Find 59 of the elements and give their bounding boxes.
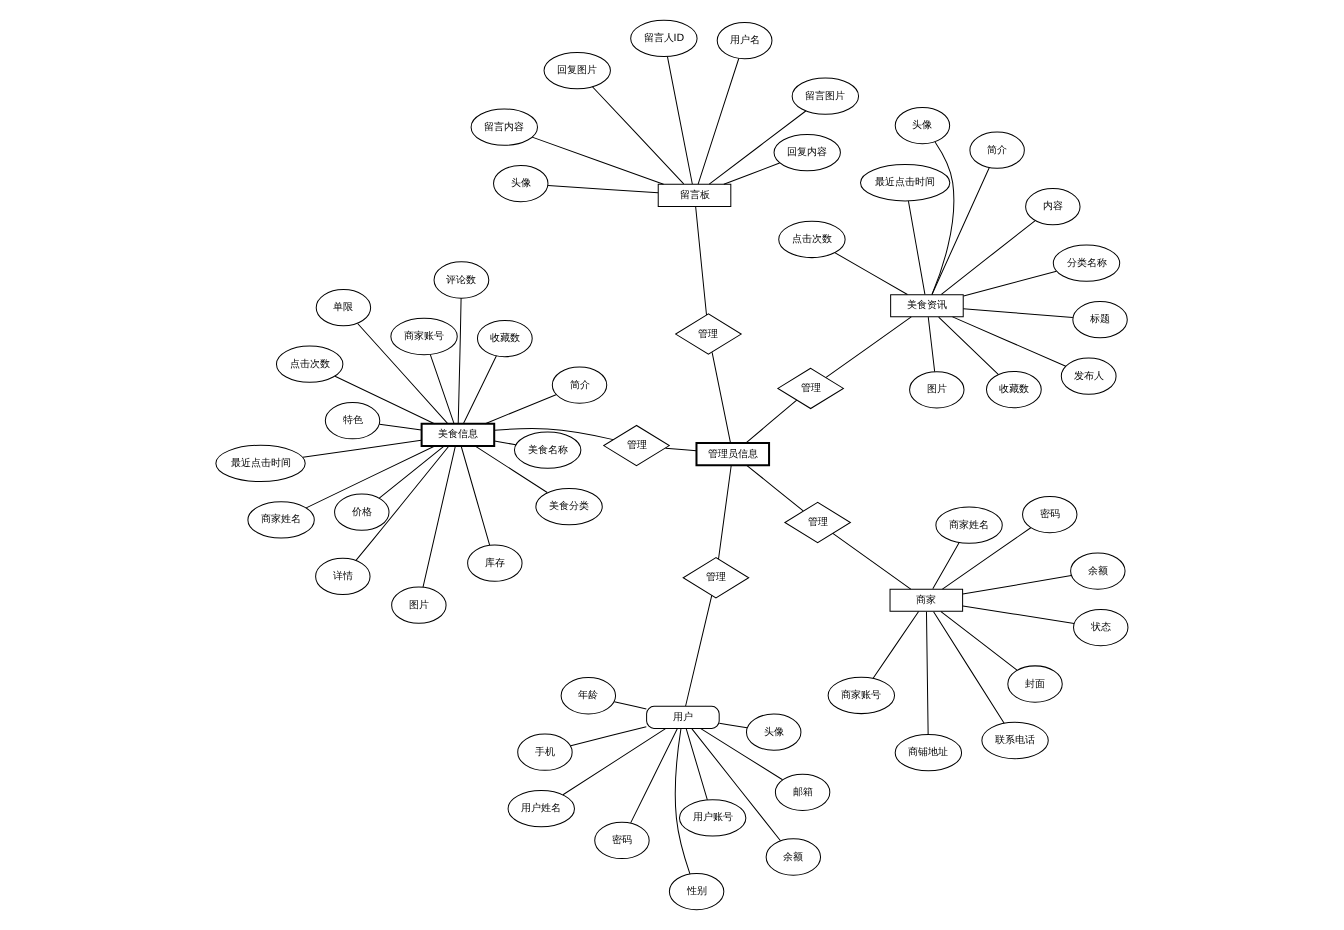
connector <box>834 252 908 295</box>
connector <box>872 611 920 679</box>
connector <box>664 447 697 452</box>
connector <box>462 355 497 424</box>
connector <box>591 86 685 185</box>
connector <box>938 316 999 375</box>
connector <box>691 728 781 842</box>
connector <box>457 297 462 425</box>
connector <box>429 354 455 425</box>
connector <box>718 722 748 729</box>
connector <box>907 200 926 295</box>
connector <box>674 728 691 875</box>
connector <box>933 611 1005 724</box>
connector <box>952 316 1067 367</box>
connector <box>963 270 1057 297</box>
connector <box>932 542 960 590</box>
connector <box>718 464 732 560</box>
connector <box>700 728 784 781</box>
connector <box>723 162 781 185</box>
connector <box>697 58 740 185</box>
connector <box>305 445 436 509</box>
connector <box>494 428 614 441</box>
connector <box>927 316 936 373</box>
connector <box>355 445 450 561</box>
connector <box>547 184 659 194</box>
connector <box>531 136 665 185</box>
connector <box>825 316 912 378</box>
connector <box>613 701 647 710</box>
connector <box>962 308 1074 318</box>
connector <box>941 527 1032 590</box>
connector <box>493 440 517 446</box>
connector <box>357 322 449 425</box>
connector <box>940 611 1018 671</box>
connector <box>378 445 445 499</box>
connector <box>931 141 955 296</box>
connector <box>962 605 1075 624</box>
connector <box>630 728 678 824</box>
connector <box>711 351 731 444</box>
connector <box>570 726 647 747</box>
connector <box>422 445 456 588</box>
connector <box>685 728 708 801</box>
connector <box>685 594 713 707</box>
connector <box>460 445 491 546</box>
connector <box>962 575 1072 595</box>
connector <box>666 56 693 185</box>
connector <box>931 167 990 296</box>
connector <box>334 375 435 425</box>
connector <box>746 464 804 512</box>
connector <box>832 532 912 590</box>
connector <box>562 728 667 796</box>
connector <box>745 399 798 444</box>
connector <box>302 439 422 458</box>
connector <box>474 445 548 494</box>
connector <box>484 394 557 425</box>
connector <box>940 220 1036 295</box>
connector <box>925 611 929 735</box>
connector <box>378 423 422 431</box>
connector <box>708 110 807 185</box>
connector <box>695 205 707 316</box>
